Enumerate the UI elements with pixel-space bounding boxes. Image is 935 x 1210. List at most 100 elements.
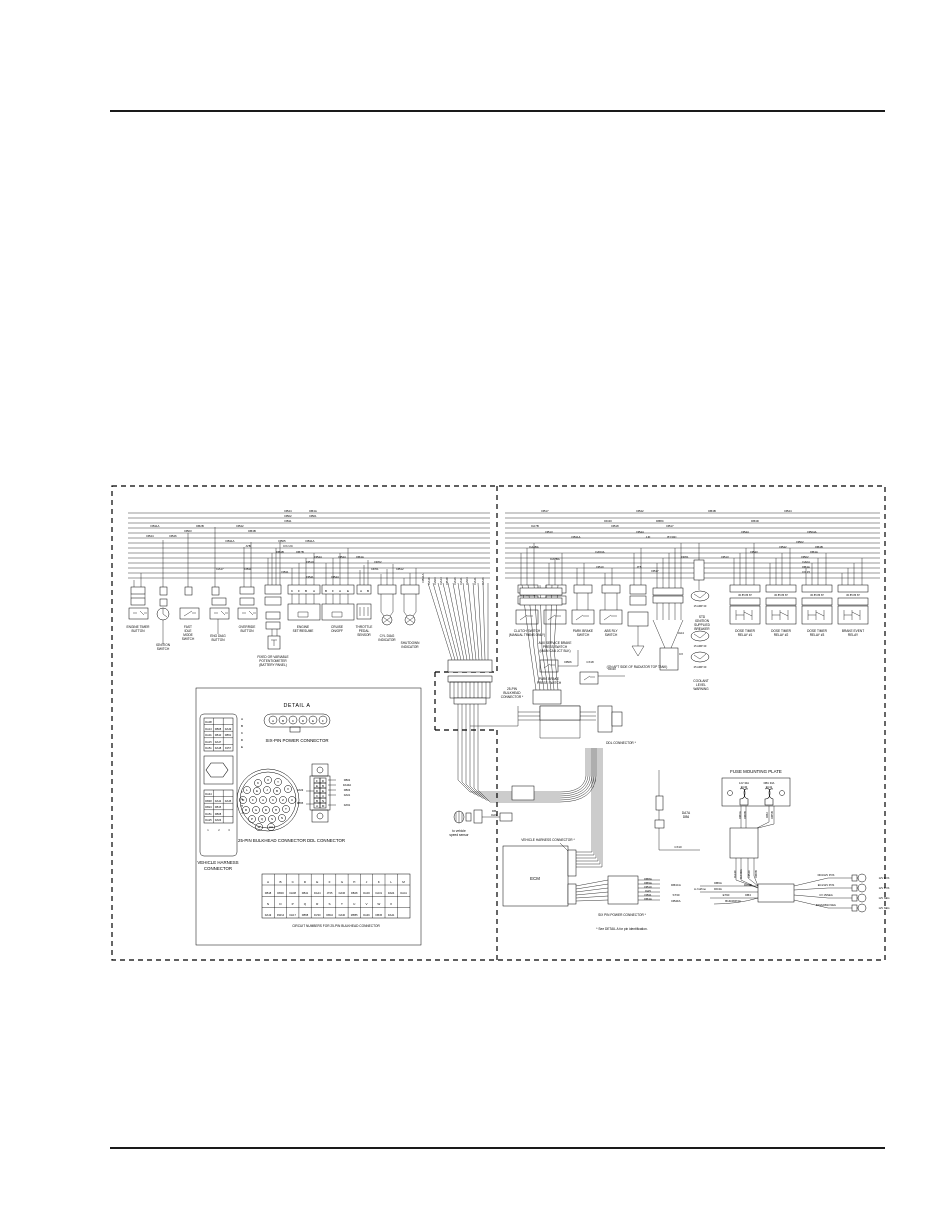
footer-rule bbox=[110, 1147, 885, 1149]
svg-text:15 AMP 30: 15 AMP 30 bbox=[694, 604, 707, 608]
svg-text:DB18: DB18 bbox=[611, 524, 619, 528]
svg-text:DD40: DD40 bbox=[604, 519, 612, 523]
svg-text:DB4A: DB4A bbox=[802, 565, 810, 569]
svg-text:B: B bbox=[322, 784, 324, 788]
svg-text:A: A bbox=[313, 589, 316, 593]
component-engine-set-resume[interactable]: C F B A ENGINE SET/RESUME bbox=[287, 553, 321, 633]
svg-text:DB8B: DB8B bbox=[743, 811, 747, 819]
component-engine-timer-button[interactable]: ENGINE TIMER BUTTON bbox=[127, 573, 151, 633]
svg-text:CLUTCH SWITCH: CLUTCH SWITCH bbox=[514, 629, 541, 633]
svg-text:DB11A: DB11A bbox=[226, 539, 235, 543]
vehicle-speed-sensor[interactable]: to vehicle speed sensor DB DA9 bbox=[449, 809, 513, 837]
component-std-ignition-breaker[interactable]: 15 AMP 30 STD IGNITION SUPPLIED BREAKER … bbox=[678, 543, 711, 669]
svg-text:U: U bbox=[353, 902, 355, 906]
svg-text:DB41: DB41 bbox=[302, 891, 309, 895]
right-components: CLUTCH SWITCH (MANUAL TRANS ONLY) AUX SE… bbox=[509, 543, 869, 705]
svg-text:DB46: DB46 bbox=[169, 534, 177, 538]
svg-text:DB10: DB10 bbox=[596, 565, 604, 569]
svg-text:DA01: DA01 bbox=[205, 733, 212, 737]
svg-text:DA46: DA46 bbox=[481, 577, 485, 585]
svg-text:DA03: DA03 bbox=[433, 577, 437, 585]
svg-text:CX18: CX18 bbox=[586, 660, 594, 664]
svg-text:ST30: ST30 bbox=[673, 893, 680, 897]
relay-bank[interactable]: 30 85 86 87 DOSE TIMER RELAY #1 30 85 86… bbox=[729, 543, 869, 637]
svg-text:DB08: DB08 bbox=[215, 727, 222, 731]
component-breaker-stack[interactable] bbox=[652, 543, 684, 671]
svg-text:B14D/DP4A: B14D/DP4A bbox=[725, 899, 741, 903]
svg-text:DB2B: DB2B bbox=[196, 524, 204, 528]
component-throttle-pedal-sensor[interactable]: A B THROTTLE PEDAL SENSOR bbox=[356, 560, 373, 637]
svg-text:B: B bbox=[367, 589, 369, 593]
svg-text:F: F bbox=[316, 779, 318, 783]
svg-text:DB45: DB45 bbox=[376, 913, 383, 917]
svg-text:DOSE TIMER: DOSE TIMER bbox=[735, 629, 755, 633]
svg-text:CX10: CX10 bbox=[674, 845, 682, 849]
svg-text:DB48: DB48 bbox=[445, 577, 449, 585]
svg-text:(BATTERY PANEL): (BATTERY PANEL) bbox=[259, 663, 287, 667]
svg-text:Q: Q bbox=[261, 817, 264, 821]
svg-text:BREAKER: BREAKER bbox=[694, 627, 710, 631]
svg-text:30 85 86 87: 30 85 86 87 bbox=[846, 593, 860, 597]
svg-text:V: V bbox=[287, 787, 290, 791]
svg-text:DB4A: DB4A bbox=[356, 555, 364, 559]
ecm-module[interactable]: ECM VEHICLE HARNESS CONNECTOR * SIX PIN … bbox=[502, 748, 706, 931]
svg-text:DB4A: DB4A bbox=[810, 550, 818, 554]
component-fast-idle-mode-switch[interactable]: FAST IDLE MODE SWITCH bbox=[179, 533, 200, 641]
svg-text:DA53A: DA53A bbox=[595, 550, 604, 554]
svg-text:DOSE TIMER: DOSE TIMER bbox=[807, 629, 827, 633]
component-potentiometer[interactable]: FIXED OR VARIABLE POTENTIOMETER (BATTERY… bbox=[257, 542, 289, 667]
center-harness: 25-PIN BULKHEAD CONNECTOR * bbox=[447, 665, 700, 851]
svg-text:CXJ 2C: CXJ 2C bbox=[283, 544, 293, 548]
svg-text:E: E bbox=[347, 589, 349, 593]
component-park-brake-press-switch[interactable]: PARK BRAKE PRESS SWITCH DB06 CX18 bbox=[537, 650, 594, 685]
ddl-connector-pinout[interactable]: F D E B D E C U B N A M DB02 DA39A DB03 … bbox=[297, 763, 352, 843]
component-eng-diag-button[interactable]: ENG DIAG BUTTON bbox=[209, 527, 230, 642]
component-shutdown-indicator[interactable]: SHUTDOWN INDICATOR bbox=[401, 568, 420, 649]
component-ignition-switch[interactable]: IGNITION SWITCH bbox=[156, 540, 171, 651]
svg-text:RELAY #3: RELAY #3 bbox=[810, 633, 825, 637]
six-pin-power-connector[interactable]: A B C D E F SIX-PIN POWER CONNECTOR bbox=[263, 713, 331, 743]
component-override-button[interactable]: OVERRIDE BUTTON bbox=[237, 542, 258, 633]
bulkhead-connector-pinout[interactable]: K X Y L E J B V M F A C Z U R G D H T P bbox=[236, 768, 306, 843]
svg-text:EC41: EC41 bbox=[766, 785, 773, 789]
component-park-brake-switch[interactable]: PARK BRAKE SWITCH bbox=[571, 563, 595, 637]
svg-text:G: G bbox=[241, 797, 244, 801]
svg-text:D: D bbox=[279, 902, 282, 906]
fuse-mounting-plate[interactable]: FUSE MOUNTING PLATE 12V 30A EC40 DBU 30A… bbox=[721, 769, 791, 880]
component-cyl-diag-indicator[interactable]: CYL DIAG INDICATOR bbox=[377, 564, 396, 642]
svg-text:(MAIN CAB JCT BLK): (MAIN CAB JCT BLK) bbox=[539, 649, 570, 653]
component-coolant-level[interactable] bbox=[627, 548, 649, 657]
component-cruise-on-off[interactable]: B F A E CRUISE ON/OFF bbox=[321, 548, 355, 633]
svg-text:DA44: DA44 bbox=[314, 891, 321, 895]
component-aux-press-switch[interactable]: DD40 bbox=[579, 667, 625, 685]
svg-text:B19A/DB13 NEG: B19A/DB13 NEG bbox=[816, 903, 836, 907]
svg-text:DA46: DA46 bbox=[363, 913, 370, 917]
svg-text:DB17: DB17 bbox=[666, 524, 674, 528]
svg-text:to hoffmo: to hoffmo bbox=[694, 887, 706, 891]
svg-text:DA19: DA19 bbox=[265, 913, 272, 917]
svg-text:DB6: DB6 bbox=[683, 815, 689, 819]
svg-text:E: E bbox=[312, 719, 314, 723]
svg-text:DB02: DB02 bbox=[801, 555, 809, 559]
svg-text:D: D bbox=[241, 738, 244, 742]
component-abs-relay-switch[interactable]: ABS RLY SWITCH bbox=[599, 568, 623, 637]
ddl-connector-body[interactable] bbox=[518, 705, 623, 739]
coolant-level-warning-label: COOLANT LEVEL WARNING bbox=[693, 679, 709, 691]
svg-text:DB44: DB44 bbox=[784, 509, 792, 513]
bulkhead-connector-body[interactable] bbox=[447, 675, 493, 705]
svg-text:H: H bbox=[275, 808, 277, 812]
svg-text:DA42: DA42 bbox=[215, 799, 222, 803]
svg-text:R: R bbox=[245, 808, 248, 812]
svg-text:B: B bbox=[276, 789, 278, 793]
svg-text:DA9: DA9 bbox=[491, 813, 497, 817]
svg-text:DA09: DA09 bbox=[297, 788, 304, 792]
terminal-junction[interactable]: DB6A DD4A E790 B14D/DP4A DD4B DB4 DD4/12… bbox=[700, 873, 890, 913]
svg-text:DB05: DB05 bbox=[278, 539, 286, 543]
svg-text:DB44: DB44 bbox=[338, 555, 346, 559]
svg-text:S: S bbox=[271, 817, 273, 821]
svg-text:X: X bbox=[390, 902, 392, 906]
svg-text:DD4B: DD4B bbox=[744, 883, 752, 887]
svg-text:DB11A: DB11A bbox=[572, 535, 581, 539]
